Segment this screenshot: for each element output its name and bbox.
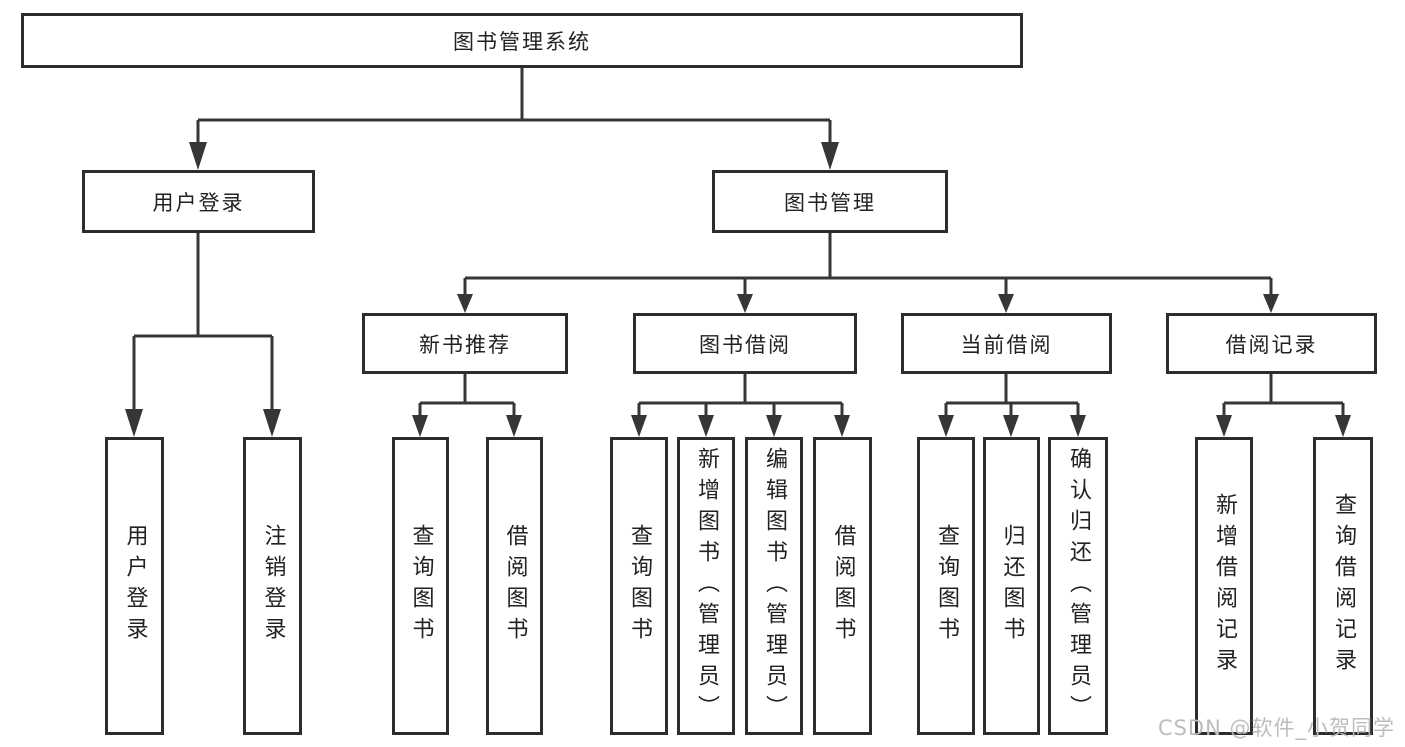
arrowhead-icon — [1070, 415, 1086, 437]
leaf-borrow-books-label: 借阅图书 — [830, 524, 856, 648]
csdn-watermark: CSDN @软件_小贺同学 — [1157, 716, 1395, 740]
leaf-add-books-admin: 新增图书（管理员） — [677, 437, 735, 735]
node-new-book-recommend-label: 新书推荐 — [419, 332, 511, 357]
node-borrow-record-label: 借阅记录 — [1225, 332, 1318, 357]
arrowhead-icon — [263, 409, 281, 437]
arrowhead-icon — [506, 415, 522, 437]
node-new-book-recommend: 新书推荐 — [362, 313, 568, 374]
node-user-login: 用户登录 — [82, 170, 315, 233]
node-book-borrow-label: 图书借阅 — [699, 332, 791, 357]
arrowhead-icon — [998, 294, 1014, 313]
edge-newbookrec-stem — [418, 374, 516, 417]
leaf-user-login: 用户登录 — [105, 437, 164, 735]
node-book-management: 图书管理 — [712, 170, 948, 233]
leaf-current-query-books-label: 查询图书 — [934, 524, 959, 648]
leaf-edit-books-admin: 编辑图书（管理员） — [745, 437, 803, 735]
leaf-newbook-query-books: 查询图书 — [392, 437, 449, 735]
node-book-management-label: 图书管理 — [784, 190, 876, 215]
arrowhead-icon — [1003, 415, 1019, 437]
node-borrow-record: 借阅记录 — [1166, 313, 1377, 374]
node-user-login-label: 用户登录 — [152, 190, 245, 215]
arrowhead-icon — [1263, 294, 1279, 313]
leaf-borrow-books: 借阅图书 — [813, 437, 872, 735]
leaf-newbook-query-books-label: 查询图书 — [408, 524, 434, 648]
leaf-query-borrow-record: 查询借阅记录 — [1313, 437, 1373, 735]
arrowhead-icon — [1335, 415, 1351, 437]
leaf-add-books-admin-label: 新增图书（管理员） — [694, 446, 719, 726]
leaf-borrow-query-books-label: 查询图书 — [627, 524, 652, 648]
edge-userlogin-stem — [132, 233, 274, 412]
edge-borrowrecord-stem — [1222, 374, 1345, 417]
arrowhead-icon — [412, 415, 428, 437]
node-current-borrow: 当前借阅 — [901, 313, 1112, 374]
leaf-return-books: 归还图书 — [983, 437, 1040, 735]
arrowhead-icon — [1216, 415, 1232, 437]
leaf-add-borrow-record: 新增借阅记录 — [1195, 437, 1253, 735]
arrowhead-icon — [834, 415, 850, 437]
node-root-label: 图书管理系统 — [453, 29, 591, 54]
leaf-borrow-query-books: 查询图书 — [610, 437, 668, 735]
node-book-borrow: 图书借阅 — [633, 313, 857, 374]
leaf-current-query-books: 查询图书 — [917, 437, 975, 735]
leaf-confirm-return-admin-label: 确认归还（管理员） — [1066, 446, 1091, 726]
arrowhead-icon — [938, 415, 954, 437]
edge-bookmgmt-stem — [463, 233, 1273, 296]
leaf-add-borrow-record-label: 新增借阅记录 — [1212, 493, 1237, 679]
leaf-logout-label: 注销登录 — [260, 524, 286, 648]
leaf-edit-books-admin-label: 编辑图书（管理员） — [762, 446, 787, 726]
node-root: 图书管理系统 — [21, 13, 1023, 68]
leaf-query-borrow-record-label: 查询借阅记录 — [1331, 493, 1356, 679]
arrowhead-icon — [125, 409, 143, 437]
node-current-borrow-label: 当前借阅 — [960, 332, 1053, 357]
arrowhead-icon — [189, 142, 207, 170]
leaf-newbook-borrow-books-label: 借阅图书 — [502, 524, 528, 648]
leaf-return-books-label: 归还图书 — [999, 524, 1025, 648]
arrowhead-icon — [698, 415, 714, 437]
edge-bookborrow-stem — [637, 374, 844, 417]
leaf-confirm-return-admin: 确认归还（管理员） — [1048, 437, 1108, 735]
leaf-user-login-label: 用户登录 — [122, 524, 148, 648]
leaf-logout: 注销登录 — [243, 437, 302, 735]
arrowhead-icon — [737, 294, 753, 313]
edge-root-stem — [196, 68, 832, 146]
arrowhead-icon — [457, 294, 473, 313]
arrowhead-icon — [766, 415, 782, 437]
arrowhead-icon — [631, 415, 647, 437]
leaf-newbook-borrow-books: 借阅图书 — [486, 437, 543, 735]
edge-currentborrow-stem — [944, 374, 1080, 417]
arrowhead-icon — [821, 142, 839, 170]
